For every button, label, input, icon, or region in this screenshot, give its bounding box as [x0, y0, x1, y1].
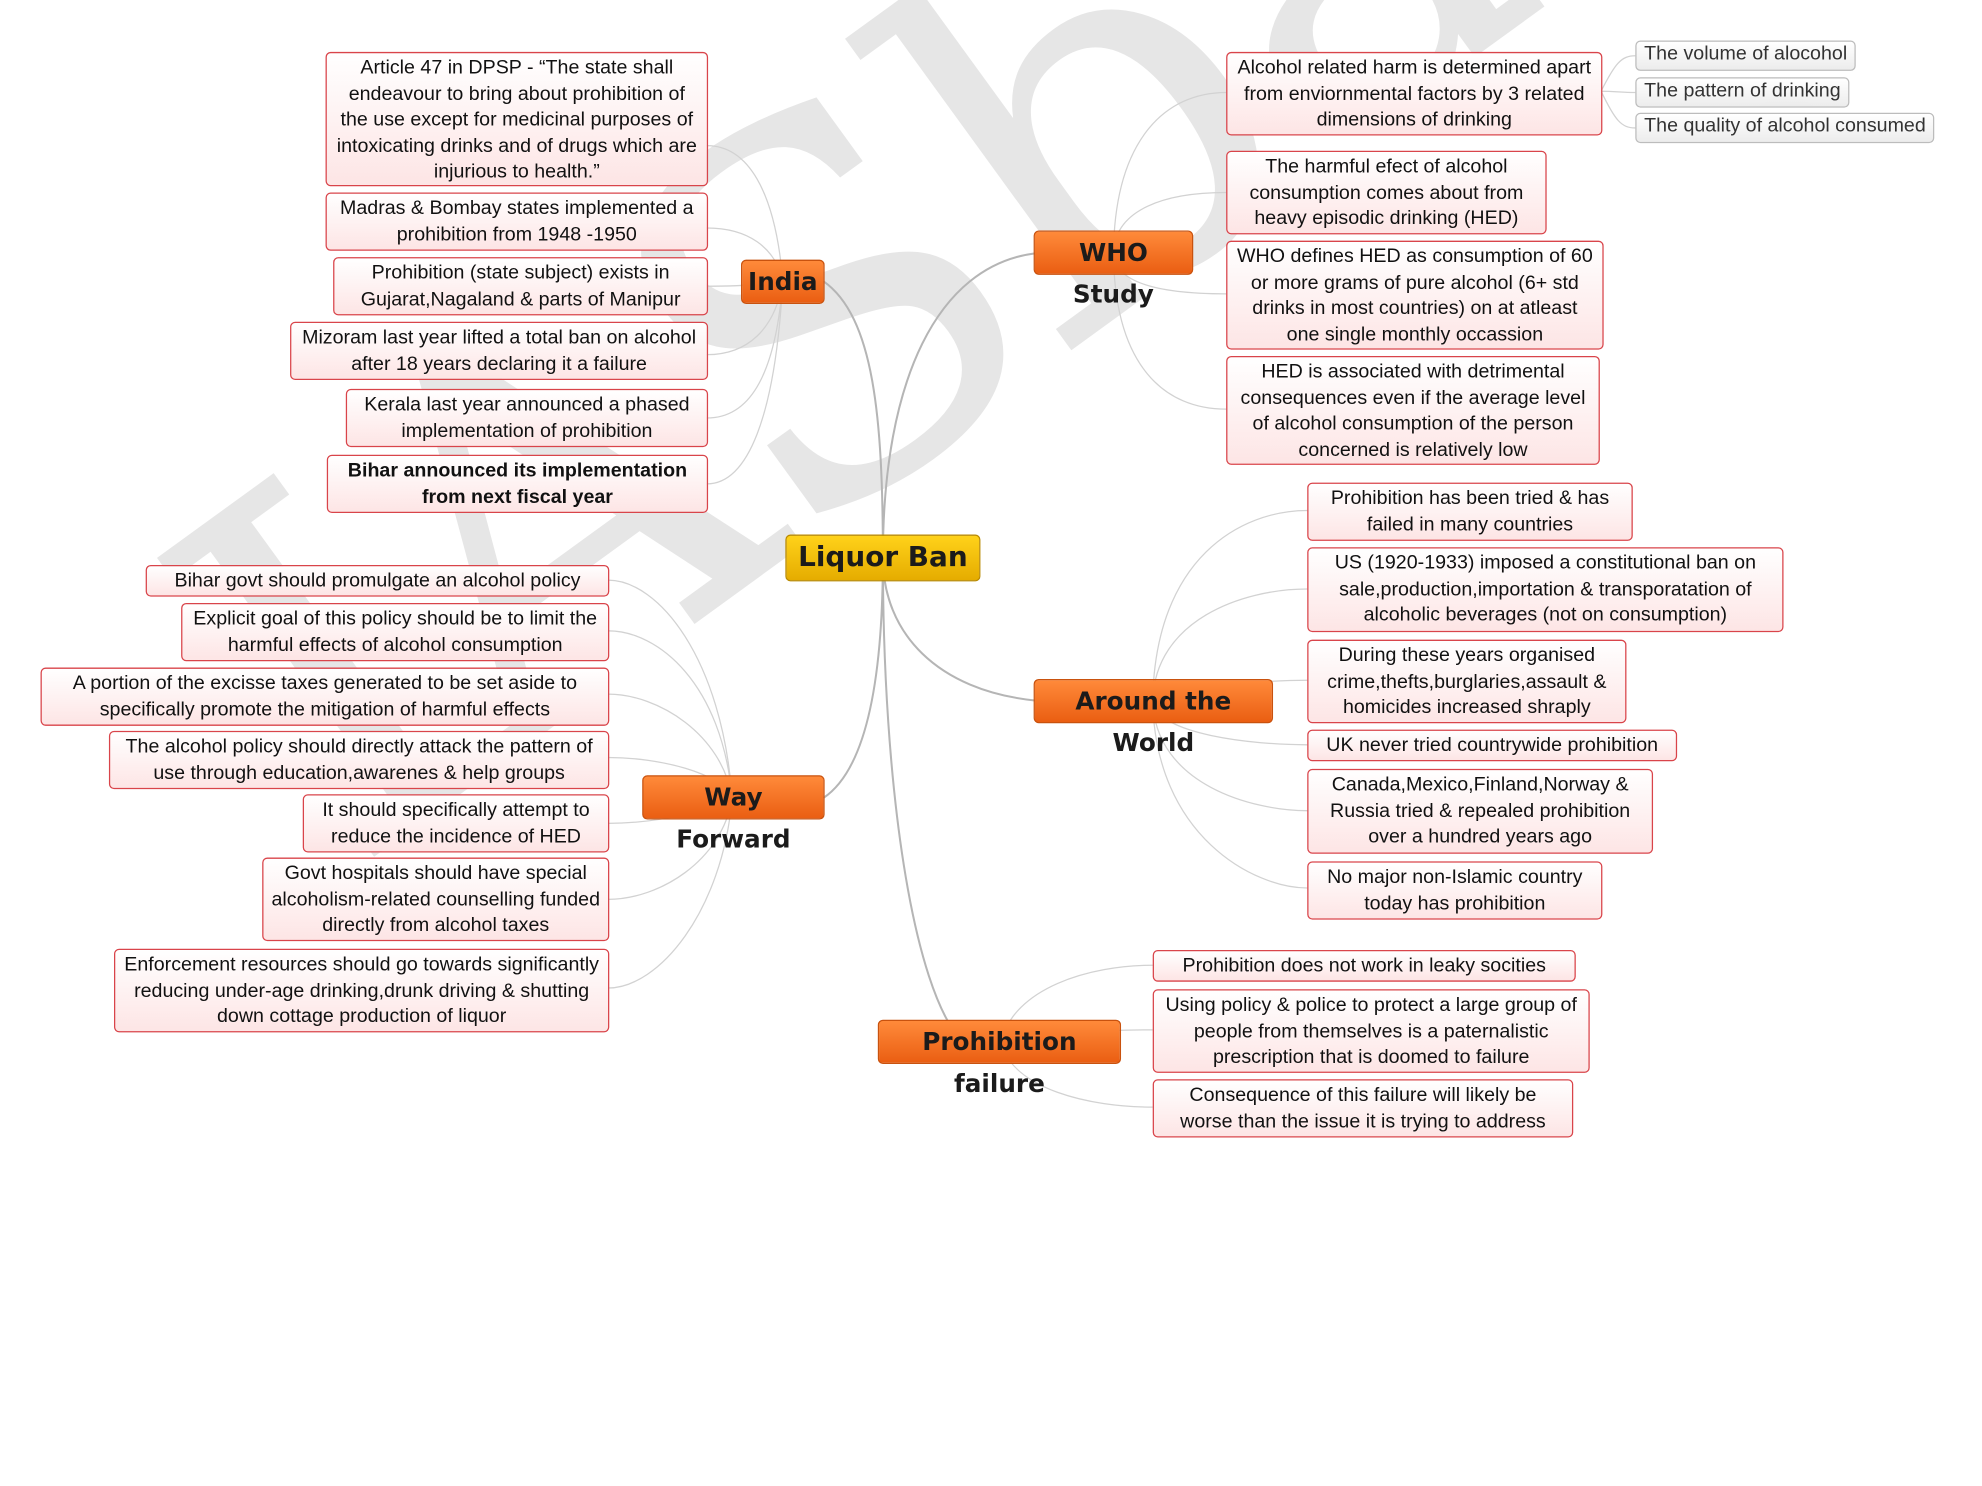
who-dimension-volume[interactable]: The volume of alocohol — [1635, 40, 1857, 71]
link-who-dim-3 — [1600, 90, 1636, 129]
wf-item-policy[interactable]: Bihar govt should promulgate an alcohol … — [145, 564, 610, 597]
who-dimension-pattern[interactable]: The pattern of drinking — [1635, 77, 1850, 108]
link-world-5 — [1152, 700, 1308, 812]
link-world-1 — [1152, 509, 1308, 701]
wf-item-pattern[interactable]: The alcohol policy should directly attac… — [108, 730, 610, 790]
link-india-5 — [706, 281, 784, 419]
wf-item-hospitals[interactable]: Govt hospitals should have special alcoh… — [262, 857, 610, 942]
india-item-kerala[interactable]: Kerala last year announced a phased impl… — [345, 388, 709, 448]
world-item-crime[interactable]: During these years organised crime,theft… — [1307, 639, 1627, 724]
wf-item-hed[interactable]: It should specifically attempt to reduce… — [302, 794, 610, 853]
link-central-way-forward — [822, 557, 884, 799]
india-item-bihar[interactable]: Bihar announced its implementation from … — [326, 454, 709, 514]
wf-item-enforcement[interactable]: Enforcement resources should go towards … — [114, 948, 610, 1033]
world-item-uk[interactable]: UK never tried countrywide prohibition — [1307, 729, 1678, 762]
failure-item-consequence[interactable]: Consequence of this failure will likely … — [1152, 1079, 1574, 1138]
link-wf-2 — [608, 630, 733, 799]
who-dimension-quality[interactable]: The quality of alcohol consumed — [1635, 112, 1935, 144]
who-item-hed-definition[interactable]: WHO defines HED as consumption of 60 or … — [1226, 240, 1604, 350]
world-item-non-islamic[interactable]: No major non-Islamic country today has p… — [1307, 861, 1603, 920]
link-india-6 — [706, 281, 784, 485]
link-wf-1 — [608, 579, 733, 799]
link-who-4 — [1112, 253, 1227, 410]
who-item-harmful-effect[interactable]: The harmful efect of alcohol consumption… — [1226, 150, 1547, 235]
link-who-dim-2 — [1601, 90, 1636, 94]
link-central-who — [881, 252, 1036, 558]
topic-who-study[interactable]: WHO Study — [1033, 230, 1194, 309]
topic-india[interactable]: India — [741, 259, 825, 305]
link-central-world — [881, 557, 1035, 702]
world-item-repealed[interactable]: Canada,Mexico,Finland,Norway & Russia tr… — [1307, 768, 1654, 854]
connector-lines — [608, 55, 1636, 1108]
india-item-state-subject[interactable]: Prohibition (state subject) exists in Gu… — [333, 257, 709, 316]
link-central-india — [822, 280, 884, 558]
link-world-6 — [1152, 700, 1308, 889]
wf-item-excise[interactable]: A portion of the excisse taxes generated… — [40, 667, 610, 726]
india-item-article-47[interactable]: Article 47 in DPSP - “The state shall en… — [325, 51, 709, 187]
link-central-failure — [881, 557, 964, 1044]
topic-around-the-world[interactable]: Around the World — [1033, 678, 1274, 757]
failure-item-leaky[interactable]: Prohibition does not work in leaky socit… — [1152, 950, 1576, 982]
central-topic[interactable]: Liquor Ban — [785, 534, 981, 582]
link-who-1 — [1112, 91, 1227, 254]
who-item-dimensions[interactable]: Alcohol related harm is determined apart… — [1226, 51, 1603, 136]
failure-item-paternalistic[interactable]: Using policy & police to protect a large… — [1152, 989, 1590, 1073]
india-item-madras-bombay[interactable]: Madras & Bombay states implemented a pro… — [325, 192, 709, 251]
link-india-1 — [706, 145, 784, 282]
world-item-tried-failed[interactable]: Prohibition has been tried & has failed … — [1307, 482, 1633, 541]
topic-prohibition-failure[interactable]: Prohibition failure — [877, 1019, 1122, 1098]
link-world-2 — [1152, 588, 1308, 701]
who-item-hed-consequences[interactable]: HED is associated with detrimental conse… — [1226, 355, 1600, 465]
link-wf-7 — [608, 797, 733, 989]
link-who-dim-1 — [1600, 55, 1636, 92]
wf-item-goal[interactable]: Explicit goal of this policy should be t… — [181, 602, 610, 662]
world-item-us[interactable]: US (1920-1933) imposed a constitutional … — [1307, 547, 1784, 633]
india-item-mizoram[interactable]: Mizoram last year lifted a total ban on … — [290, 321, 709, 381]
topic-way-forward[interactable]: Way Forward — [642, 775, 825, 854]
